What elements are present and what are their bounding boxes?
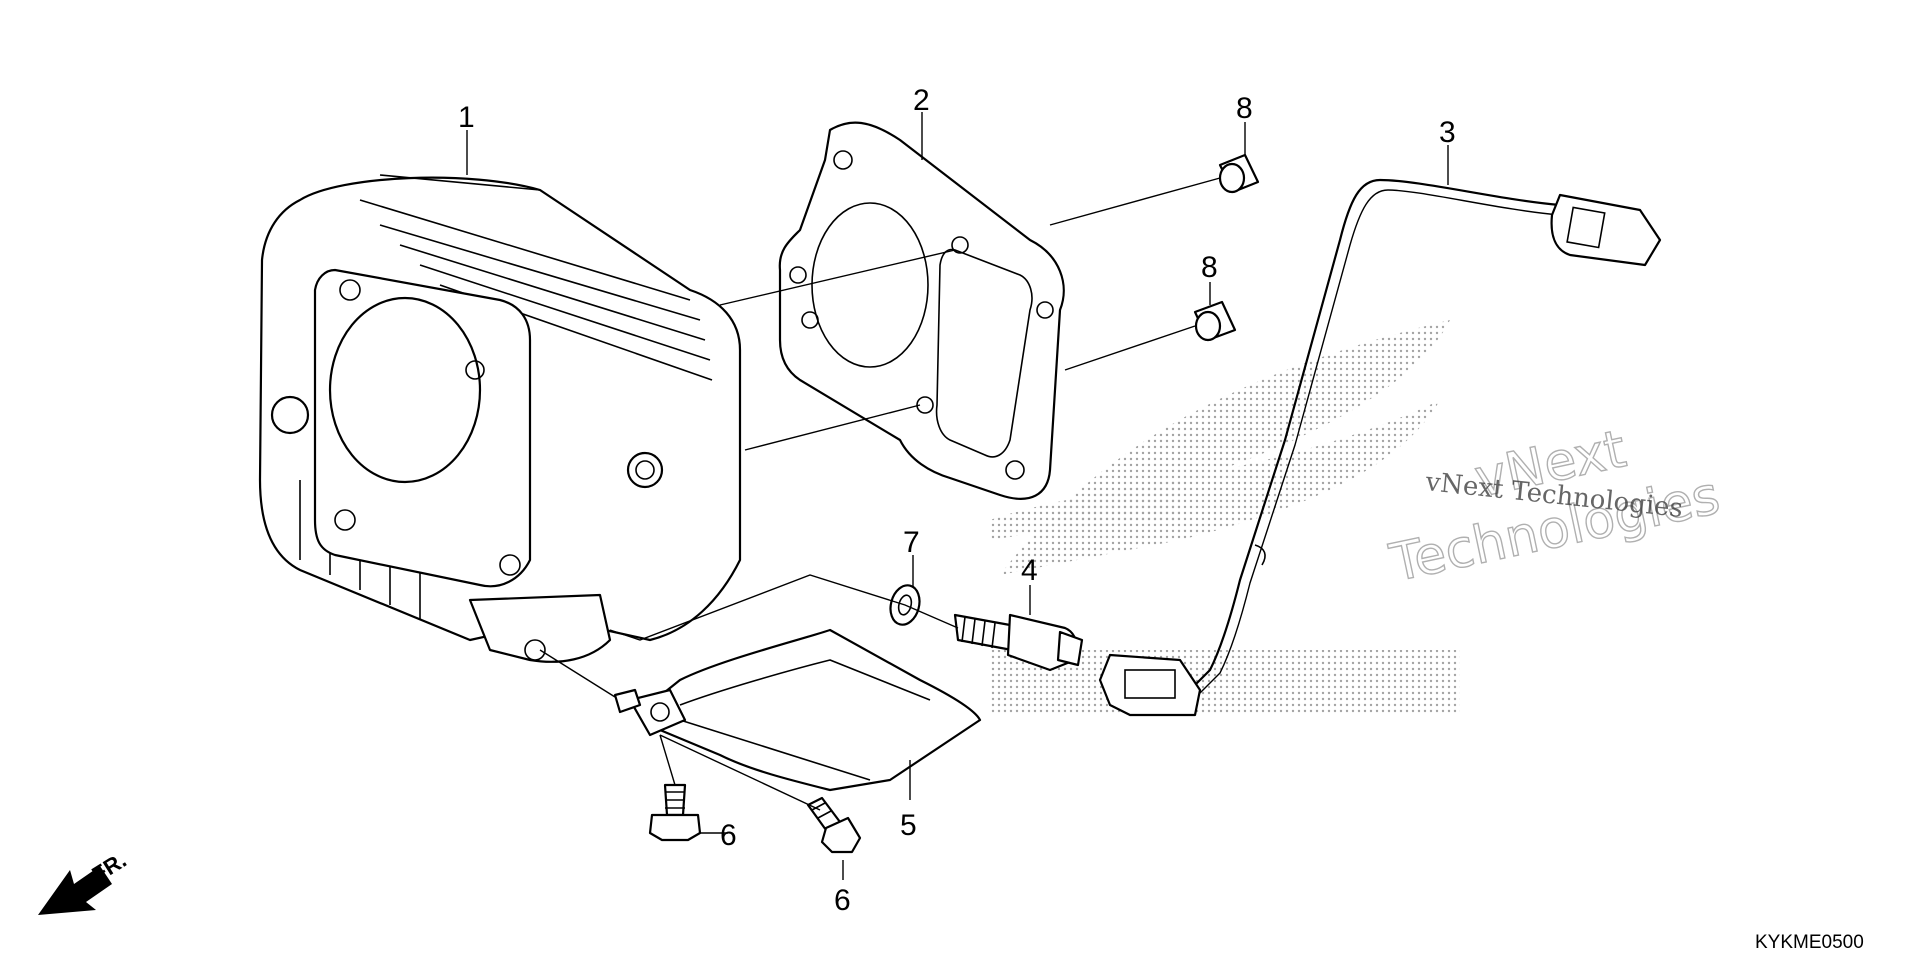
callout-2: 2 <box>913 84 930 117</box>
part-3-wire-harness <box>1098 178 1662 717</box>
part-2-gasket <box>778 121 1065 500</box>
part-8-dowel-upper <box>1218 153 1260 194</box>
leader-lines <box>466 112 1449 880</box>
callout-1: 1 <box>458 101 475 134</box>
callout-7: 7 <box>903 526 920 559</box>
diagram-code: KYKME0500 <box>1755 932 1864 953</box>
front-direction-indicator: FR. <box>38 847 131 915</box>
callout-4: 4 <box>1021 554 1038 587</box>
callout-8b: 8 <box>1201 251 1218 284</box>
part-8-dowel-lower <box>1193 300 1237 342</box>
callout-5: 5 <box>900 809 917 842</box>
callout-6a: 6 <box>720 819 737 852</box>
part-1-cylinder <box>258 174 742 663</box>
part-5-cover <box>613 628 982 792</box>
callouts: 1 2 3 4 5 6 6 7 8 8 <box>458 84 1456 917</box>
front-arrow-icon <box>38 866 112 915</box>
part-4-sensor <box>953 613 1084 672</box>
callout-6b: 6 <box>834 884 851 917</box>
callout-8a: 8 <box>1236 92 1253 125</box>
part-6-bolt-left <box>648 783 702 842</box>
callout-3: 3 <box>1439 116 1456 149</box>
part-6-bolt-right <box>806 796 862 854</box>
